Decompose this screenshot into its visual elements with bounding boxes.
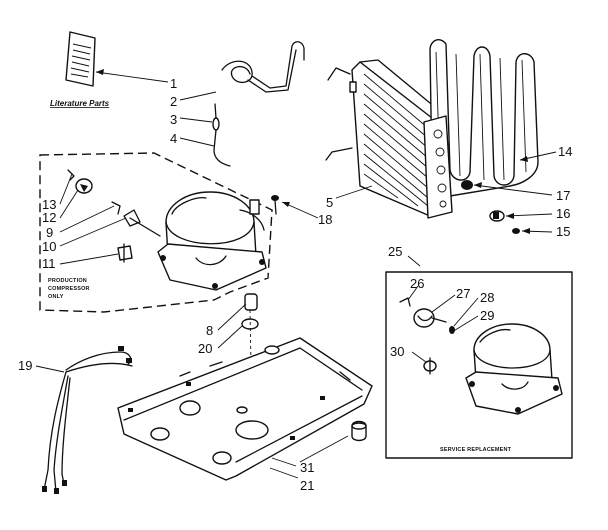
callout-17: 17	[556, 188, 570, 203]
callout-27: 27	[456, 286, 470, 301]
fan-bracket-part[interactable]	[489, 210, 505, 222]
drier-tube[interactable]	[212, 103, 231, 167]
grommet[interactable]	[244, 293, 258, 311]
callout-11: 11	[42, 256, 56, 271]
overload-protector[interactable]	[75, 178, 93, 194]
callout-29: 29	[480, 308, 494, 323]
callout-2: 2	[170, 94, 177, 109]
callout-5: 5	[326, 195, 333, 210]
callout-16: 16	[556, 206, 570, 221]
grommet-part[interactable]	[461, 180, 473, 190]
production-caption-line3: ONLY	[48, 294, 64, 300]
capillary-tube[interactable]	[221, 41, 305, 93]
callout-20: 20	[198, 341, 212, 356]
literature-parts-caption: Literature Parts	[50, 99, 110, 108]
service-relay-clip[interactable]	[399, 297, 455, 334]
production-caption-line2: COMPRESSOR	[48, 286, 90, 292]
service-terminal-part[interactable]	[423, 357, 437, 375]
literature-booklet[interactable]	[65, 31, 96, 87]
production-caption-line1: PRODUCTION	[48, 278, 87, 284]
service-replacement-caption: SERVICE REPLACEMENT	[440, 447, 512, 453]
callout-8: 8	[206, 323, 213, 338]
condenser[interactable]	[325, 39, 539, 219]
wiring-harness[interactable]	[42, 346, 133, 494]
callout-13: 13	[42, 197, 56, 212]
production-compressor[interactable]	[157, 191, 267, 291]
callout-3: 3	[170, 112, 177, 127]
callout-28: 28	[480, 290, 494, 305]
callout-30: 30	[390, 344, 404, 359]
leader-lines	[35, 69, 557, 479]
rubber-foot[interactable]	[351, 420, 367, 442]
callout-21: 21	[300, 478, 314, 493]
service-compressor[interactable]	[465, 323, 563, 415]
callout-15: 15	[556, 224, 570, 239]
callout-25: 25	[388, 244, 402, 259]
terminal-cover[interactable]	[117, 243, 133, 263]
screw-part[interactable]	[512, 228, 520, 234]
relay-clip[interactable]	[67, 169, 121, 215]
production-compressor-group: PRODUCTION COMPRESSOR ONLY	[39, 152, 273, 313]
mounting-screw[interactable]	[271, 195, 279, 215]
callout-26: 26	[410, 276, 424, 291]
base-plate[interactable]	[117, 337, 373, 481]
relay-part[interactable]	[123, 209, 161, 237]
callout-numbers: 1 2 3 4 5 14 17 16 15 18 13 12 9 10 11 8…	[18, 76, 572, 493]
callout-19: 19	[18, 358, 32, 373]
callout-10: 10	[42, 239, 56, 254]
callout-4: 4	[170, 131, 177, 146]
callout-31: 31	[300, 460, 314, 475]
callout-14: 14	[558, 144, 572, 159]
service-replacement-group: SERVICE REPLACEMENT	[385, 271, 573, 459]
callout-12: 12	[42, 210, 56, 225]
service-overload[interactable]	[413, 308, 447, 328]
callout-9: 9	[46, 225, 53, 240]
callout-1: 1	[170, 76, 177, 91]
callout-18: 18	[318, 212, 332, 227]
